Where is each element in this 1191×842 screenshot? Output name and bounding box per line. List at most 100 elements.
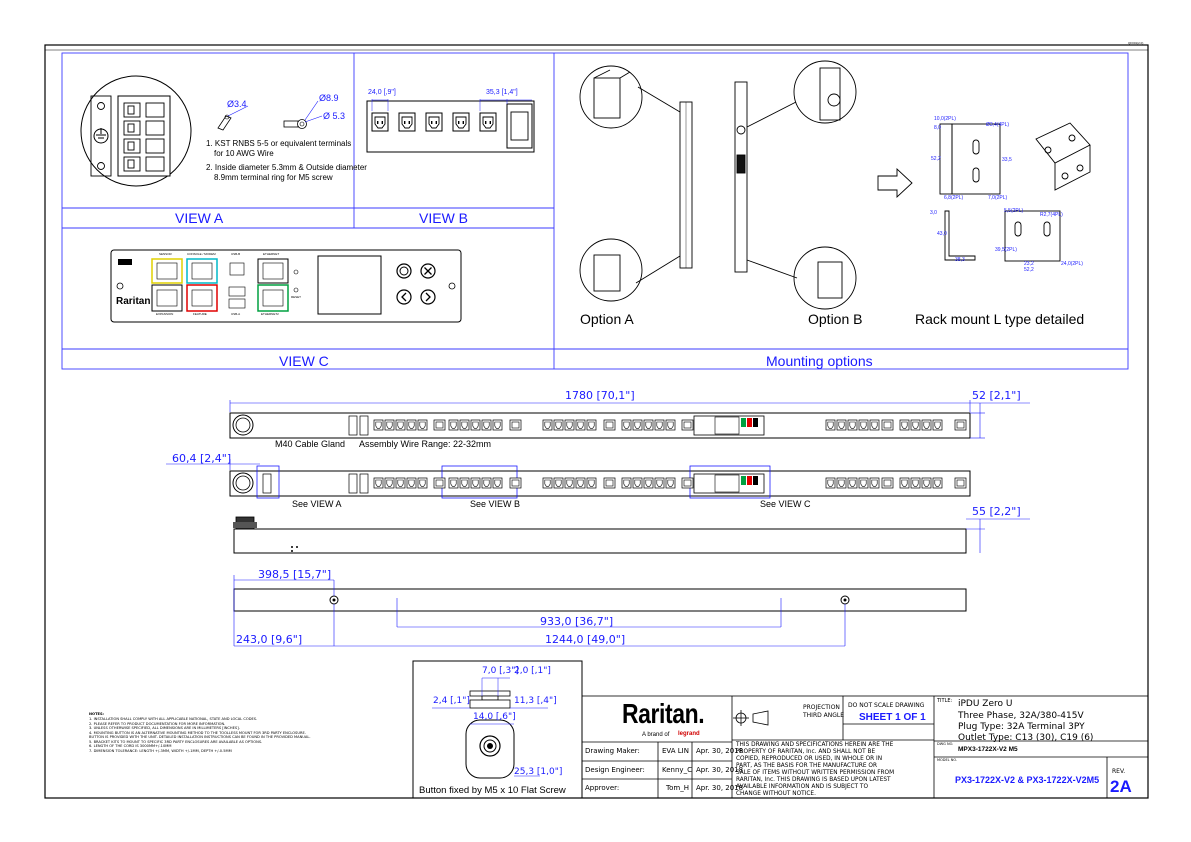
view-b-outlet-drawing [366,99,535,153]
tb-role-1: Design Engineer: [585,766,645,774]
rack-dim-3: 52,2 [931,156,941,162]
button-dim-14: 14,0 [,6"] [473,712,516,722]
assembly-wire-label: Assembly Wire Range: 22-32mm [359,439,492,449]
title-line-3: Plug Type: 32A Terminal 3PY [958,722,1085,732]
rack-dim-15: 24,0(2PL) [1061,261,1083,267]
mounting-rack-title: Rack mount L type detailed [915,311,1085,327]
tb-role-0: Drawing Maker: [585,747,640,755]
disclaimer-1: THIS DRAWING AND SPECIFICATIONS HEREIN A… [736,742,894,748]
rack-dim-5: 6,8(2PL) [944,195,964,201]
button-dim-113: 11,3 [,4"] [514,696,557,706]
tb-name-0: EVA LIN [662,747,689,755]
views-frame [61,52,1129,370]
tb-date-1: Apr. 30, 2018 [696,766,744,774]
corner-code: QF001(2.0) [1128,41,1144,45]
note-line-7: 6. LENGTH OF THE CORD IS 3000MM+/-10MM [89,744,172,748]
rack-dim-11: 38,3 [955,257,965,263]
view-c-label-usb-a: USB-A [231,312,241,316]
disclaimer-8: CHANGE WITHOUT NOTICE. [736,791,816,797]
revision: 2A [1110,777,1132,796]
dim-398: 398,5 [15,7"] [258,568,332,581]
view-a-note-1: 1. KST RNBS 5-5 or equivalent terminals [206,139,352,148]
disclaimer-3: COPIED, REPRODUCED OR USED, IN WHOLE OR … [736,756,883,762]
view-c-label-ethernet: ETHERNET [263,252,280,256]
note-line-5: BUTTON IS PROVIDED WITH THE UNIT. DETAIL… [89,735,311,739]
rev-label: REV. [1112,768,1126,775]
pdu-front-bottom [229,465,971,499]
see-view-c: See VIEW C [760,499,811,509]
logo-sub: A brand of [642,732,670,738]
mounting-option-b: Option B [808,311,863,327]
view-a-dim-hole: Ø3.4 [227,99,247,109]
view-c-label-usb-b: USB-B [231,252,241,256]
sheet-number: SHEET 1 OF 1 [859,712,926,723]
no-scale: DO NOT SCALE DRAWING [848,702,925,709]
note-line-3: 3. UNLESS OTHERWISE SPECIFIED, ALL DIMEN… [89,726,240,730]
mounting-drawings [579,60,1091,310]
view-a-dim-inner: Ø 5.3 [323,111,346,121]
rack-dim-13: 23,2 [1024,261,1034,267]
disclaimer-5: SALE OF ITEMS WITHOUT WRITTEN PERMISSION… [736,770,895,776]
button-dim-2: 2,0 [,1"] [514,666,551,676]
title-label: TITLE: [937,698,953,704]
title-line-1: iPDU Zero U [958,699,1013,709]
view-c-label-ethernet2: ETHERNET2 [261,312,279,316]
rack-dim-6: 7,0(2PL) [988,195,1008,201]
title-line-2: Three Phase, 32A/380-415V [958,711,1084,721]
mounting-option-a: Option A [580,311,634,327]
rack-dim-14: 52,2 [1024,267,1034,273]
view-b-dim-c13: 24,0 [,9"] [368,89,396,96]
outlet-row-1 [373,419,967,431]
button-dim-24: 2,4 [,1"] [433,696,470,706]
view-a-note-2: 2. Inside diameter 5.3mm & Outside diame… [206,163,367,172]
view-c-title: VIEW C [279,353,329,369]
projection-2: THIRD ANGLE [803,712,845,719]
tb-date-0: Apr. 30, 2018 [696,747,744,755]
rack-dim-0: 10,0(2PL) [934,116,956,122]
cable-gland-label: M40 Cable Gland [275,439,346,449]
view-c-label-expansion: EXPANSION [156,312,174,316]
notes-title: NOTES: [89,712,104,716]
model-number: PX3-1722X-V2 & PX3-1722X-V2M5 [955,775,1100,785]
dim-overall-width: 52 [2,1"] [972,389,1021,402]
view-c-controller-drawing [110,249,462,323]
view-c-label-feature: FEATURE [193,312,207,316]
rack-dim-1: 8,0 [934,125,941,131]
view-a-dim-outer: Ø8.9 [319,93,339,103]
dim-gland-offset: 60,4 [2,4"] [172,452,232,465]
outlet-row-2 [373,477,967,489]
see-view-b: See VIEW B [470,499,521,509]
title-line-4: Outlet Type: C13 (30), C19 (6) [958,733,1094,743]
rack-dim-4: 33,5 [1002,157,1012,163]
tb-name-1: Kenny_C [662,766,692,774]
model-label: MODEL NO. [937,758,958,762]
title-block-lines [581,695,1149,799]
rack-dim-8: 5,5(2PL) [1004,208,1024,214]
rack-dim-2: Ø3,4(4PL) [986,122,1010,128]
tb-name-2: Tom_H [666,784,689,792]
dwg-label: DWG NO. [937,742,954,746]
tb-date-2: Apr. 30, 2018 [696,784,744,792]
note-line-2: 2. PLEASE REFER TO PRODUCT DOCUMENTATION… [89,721,226,726]
view-a-terminal-drawing [80,75,323,187]
terminal-ring-small [217,105,249,131]
main-dimension-lines [166,400,1030,647]
raritan-logo: Raritan. [622,698,705,729]
disclaimer-4: PART, AS THE BASIS FOR THE MANUFACTURE O… [736,763,878,769]
pdu-back-view [233,588,967,612]
dim-1244: 1244,0 [49,0"] [545,633,626,646]
view-c-label-reset: RESET [291,295,302,299]
dim-depth: 55 [2,2"] [972,505,1021,518]
button-detail-frame [412,660,583,799]
dim-overall-length: 1780 [70,1"] [565,389,635,402]
view-c-label-sensor: SENSOR [159,252,172,256]
projection-1: PROJECTION [803,704,840,711]
rack-dim-12: 39,5(2PL) [995,247,1017,253]
disclaimer-6: RARITAN, Inc. THIS DRAWING IS BASED UPON… [736,777,891,783]
mounting-title: Mounting options [766,353,873,369]
button-caption: Button fixed by M5 x 10 Flat Screw [419,785,566,796]
dwg-number: MPX3-1722X-V2 M5 [958,746,1018,753]
pdu-front-top [229,412,971,439]
pdu-side-view [233,516,967,554]
